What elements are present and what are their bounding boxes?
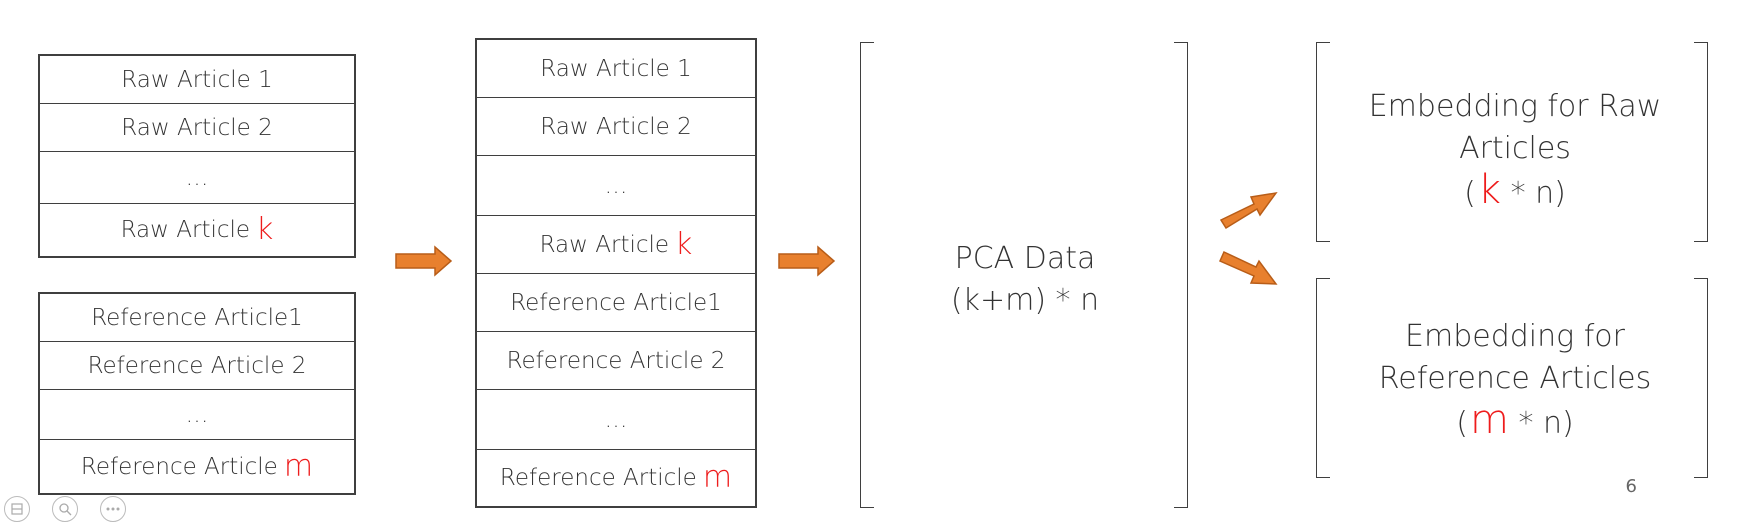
combined-reference-article-1-cell: Reference Article1 [477, 274, 755, 332]
arrow-right-icon [778, 245, 836, 277]
embedding-raw-dimensions: (k * n) [1464, 167, 1566, 213]
pca-dimensions: (k+m) * n [950, 283, 1100, 318]
embedding-reference-title-line2: Reference Articles [1378, 361, 1652, 396]
embedding-reference-label: Embedding for Reference Articles (m * n) [1340, 316, 1690, 445]
combined-raw-article-2-cell: Raw Article 2 [477, 98, 755, 156]
embedding-raw-left-bracket [1316, 42, 1330, 242]
arrow-up-right-icon [1219, 191, 1278, 230]
raw-article-2-cell: Raw Article 2 [40, 104, 354, 152]
reference-article-2-cell: Reference Article 2 [40, 342, 354, 390]
combined-reference-article-2-cell: Reference Article 2 [477, 332, 755, 390]
embedding-raw-label: Embedding for Raw Articles (k * n) [1340, 86, 1690, 215]
embedding-reference-dimensions: (m * n) [1456, 397, 1574, 443]
slide-thumbnail-icon[interactable] [4, 496, 30, 522]
reference-articles-table: Reference Article1 Reference Article 2 …… [38, 292, 356, 495]
pca-title: PCA Data [954, 241, 1096, 276]
embedding-raw-k: k [1477, 167, 1502, 213]
raw-article-1-cell: Raw Article 1 [40, 56, 354, 104]
pca-left-bracket [860, 42, 874, 508]
reference-ellipsis-cell: … [40, 390, 354, 440]
combined-raw-article-1-cell: Raw Article 1 [477, 40, 755, 98]
raw-ellipsis-cell: … [40, 152, 354, 204]
embedding-reference-title-line1: Embedding for [1405, 319, 1625, 354]
arrow-right-icon [395, 245, 453, 277]
reference-article-1-cell: Reference Article1 [40, 294, 354, 342]
arrow-down-right-icon [1219, 250, 1278, 285]
combined-raw-ellipsis-cell: … [477, 156, 755, 216]
combined-reference-ellipsis-cell: … [477, 390, 755, 450]
raw-articles-table: Raw Article 1 Raw Article 2 … Raw Articl… [38, 54, 356, 258]
zoom-icon[interactable] [52, 496, 78, 522]
embedding-reference-left-bracket [1316, 278, 1330, 478]
embedding-raw-right-bracket [1694, 42, 1708, 242]
embedding-raw-title-line1: Embedding for Raw [1368, 89, 1662, 124]
more-options-icon[interactable] [100, 496, 126, 522]
page-number: 6 [1625, 476, 1637, 497]
pca-data-label: PCA Data (k+m) * n [880, 238, 1170, 322]
pca-right-bracket [1174, 42, 1188, 508]
embedding-reference-right-bracket [1694, 278, 1708, 478]
embedding-reference-m: m [1469, 397, 1509, 443]
embedding-raw-title-line2: Articles [1459, 131, 1571, 166]
combined-articles-table: Raw Article 1 Raw Article 2 … Raw Articl… [475, 38, 757, 508]
